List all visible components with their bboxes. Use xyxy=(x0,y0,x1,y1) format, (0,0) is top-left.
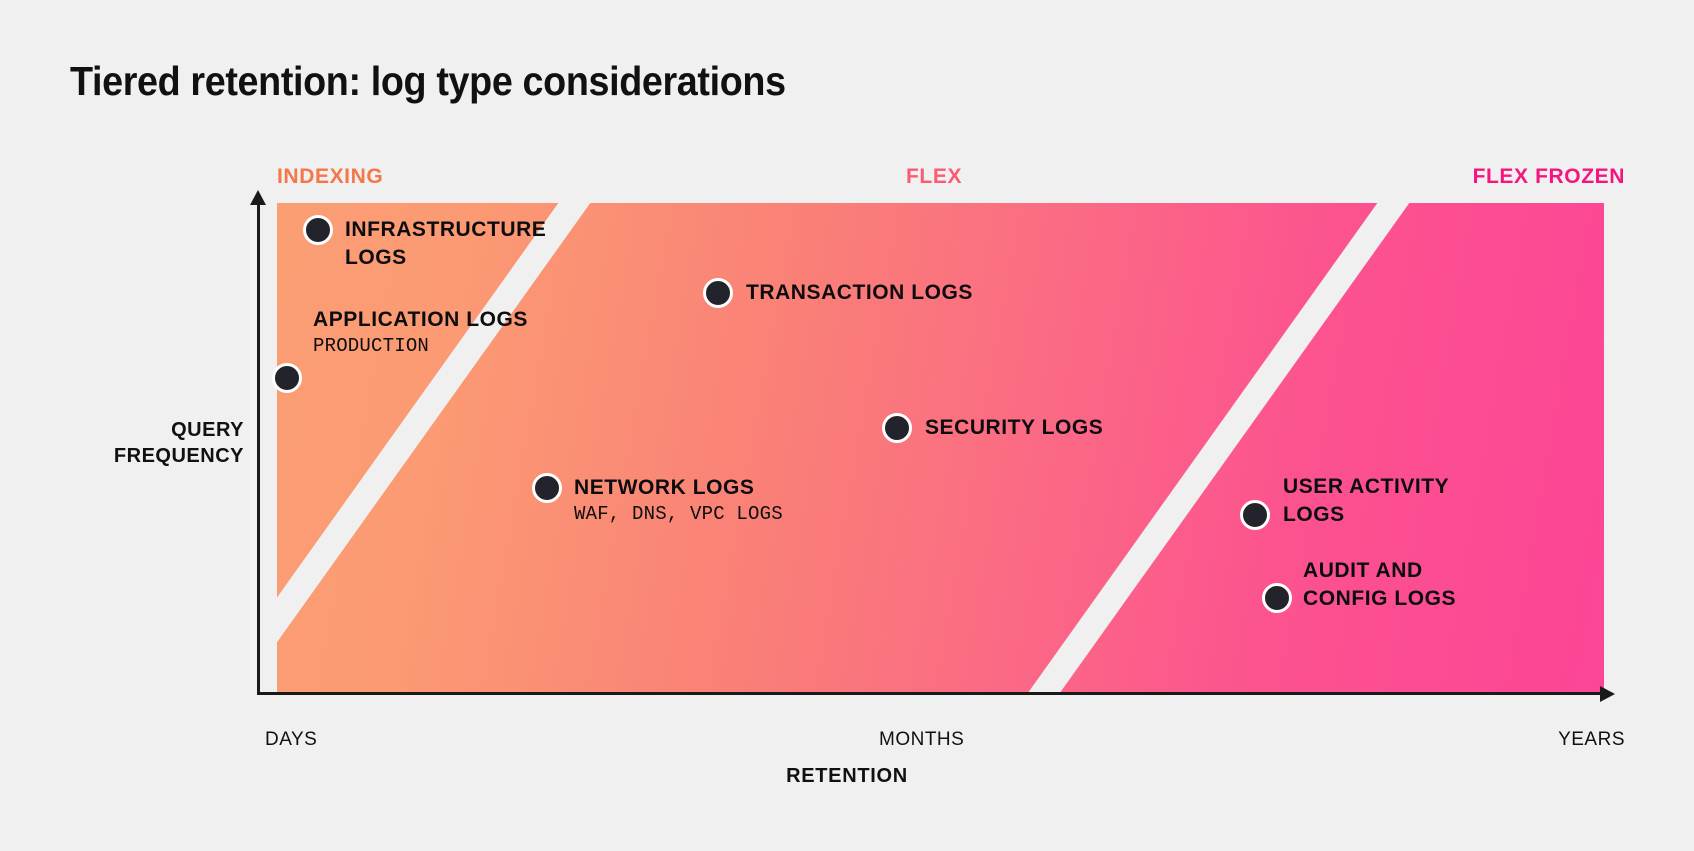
data-point-network-logs[interactable] xyxy=(532,473,562,503)
data-label-security-logs: SECURITY LOGS xyxy=(925,414,1103,442)
data-label-user-activity-logs: USER ACTIVITY LOGS xyxy=(1283,473,1493,530)
tier-divider-flex-frozen xyxy=(943,203,1487,694)
page-title: Tiered retention: log type consideration… xyxy=(70,58,786,104)
data-label-title: USER ACTIVITY LOGS xyxy=(1283,475,1449,527)
data-point-transaction-logs[interactable] xyxy=(703,278,733,308)
y-axis-arrow xyxy=(250,190,266,205)
data-label-title: INFRASTRUCTURE LOGS xyxy=(345,218,547,270)
x-axis-line xyxy=(257,692,1604,695)
data-label-infrastructure-logs: INFRASTRUCTURE LOGS xyxy=(345,216,605,273)
data-label-application-logs: APPLICATION LOGS PRODUCTION xyxy=(313,306,543,360)
tier-label-indexing: INDEXING xyxy=(277,165,384,188)
data-point-user-activity-logs[interactable] xyxy=(1240,500,1270,530)
data-point-audit-config-logs[interactable] xyxy=(1262,583,1292,613)
data-label-title: AUDIT AND CONFIG LOGS xyxy=(1303,559,1457,611)
y-axis-label: QUERY FREQUENCY xyxy=(72,418,244,469)
data-point-security-logs[interactable] xyxy=(882,413,912,443)
tier-label-flex: FLEX xyxy=(906,165,963,188)
y-axis-line xyxy=(257,203,260,694)
y-axis-label-line2: FREQUENCY xyxy=(113,444,244,467)
x-axis-label: RETENTION xyxy=(786,765,908,787)
data-label-transaction-logs: TRANSACTION LOGS xyxy=(746,279,973,307)
x-axis-tick-days: DAYS xyxy=(265,729,318,750)
data-point-infrastructure-logs[interactable] xyxy=(303,215,333,245)
tier-divider-indexing-flex xyxy=(277,203,668,694)
y-axis-label-line1: QUERY xyxy=(171,419,244,441)
data-label-title: APPLICATION LOGS xyxy=(313,308,528,331)
data-label-subtitle: WAF, DNS, VPC LOGS xyxy=(574,503,783,526)
x-axis-arrow xyxy=(1600,686,1615,702)
data-point-application-logs[interactable] xyxy=(272,363,302,393)
data-label-subtitle: PRODUCTION xyxy=(313,335,430,358)
data-label-network-logs: NETWORK LOGS WAF, DNS, VPC LOGS xyxy=(574,474,783,528)
chart-plot-area xyxy=(277,203,1604,694)
tier-label-flex-frozen: FLEX FROZEN xyxy=(1472,165,1625,188)
x-axis-tick-months: MONTHS xyxy=(879,729,965,750)
data-label-title: NETWORK LOGS xyxy=(574,476,755,499)
data-label-audit-config-logs: AUDIT AND CONFIG LOGS xyxy=(1303,557,1503,614)
data-label-title: SECURITY LOGS xyxy=(925,416,1104,439)
data-label-title: TRANSACTION LOGS xyxy=(746,281,973,304)
x-axis-tick-years: YEARS xyxy=(1558,729,1625,750)
